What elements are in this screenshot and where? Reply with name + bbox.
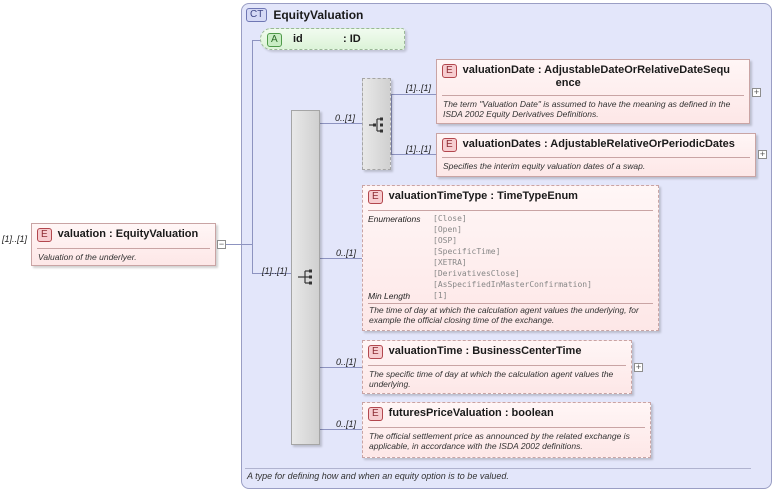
choice-cardinality: 0..[1]: [335, 113, 356, 123]
sequence-icon: [298, 269, 312, 285]
element-name: futuresPriceValuation : boolean: [388, 407, 554, 419]
complex-type-footer: A type for defining how and when an equi…: [247, 471, 509, 481]
element-divider: [442, 157, 750, 158]
expand-icon[interactable]: +: [752, 87, 761, 97]
enumeration-value: [DerivativesClose]: [433, 269, 520, 278]
collapse-icon[interactable]: −: [217, 239, 226, 249]
element-name: valuationDate : AdjustableDateOrRelative…: [462, 64, 731, 76]
enumeration-value: [Open]: [433, 225, 462, 234]
connector-choice-trunk: [391, 94, 392, 155]
enumeration-value: [SpecificTime]: [433, 247, 501, 256]
futures-price-valuation-cardinality: 0..[1]: [336, 419, 357, 429]
complex-type-badge: CT: [246, 8, 268, 22]
element-divider: [37, 248, 210, 249]
element-valuation-time-type[interactable]: E valuationTimeType : TimeTypeEnum Enume…: [362, 185, 659, 331]
element-divider: [368, 210, 653, 211]
element-badge: E: [368, 407, 383, 421]
element-badge: E: [442, 138, 457, 152]
connector-attribute: [252, 40, 261, 41]
valuation-time-type-cardinality: 0..[1]: [336, 248, 357, 258]
expand-icon[interactable]: +: [634, 362, 643, 372]
element-valuation-date[interactable]: E valuationDate : AdjustableDateOrRelati…: [436, 59, 750, 124]
element-badge: E: [368, 190, 383, 204]
element-name: valuationTimeType : TimeTypeEnum: [388, 190, 578, 202]
connector-valuation-dates: [391, 154, 436, 155]
attribute-type: : ID: [343, 33, 361, 45]
element-doc: Specifies the interim equity valuation d…: [443, 161, 646, 171]
element-badge: E: [442, 64, 457, 78]
element-divider: [442, 95, 744, 96]
complex-type-footer-divider: [245, 468, 751, 469]
root-cardinality: [1]..[1]: [2, 234, 28, 244]
element-divider: [368, 427, 645, 428]
choice-icon: [369, 117, 383, 133]
connector-root: [225, 244, 252, 245]
connector-choice: [320, 123, 362, 124]
connector-valuation-date: [391, 94, 436, 95]
element-badge: E: [37, 228, 52, 242]
connector-trunk: [252, 40, 253, 273]
element-doc: The specific time of day at which the ca…: [369, 369, 614, 389]
enumeration-value: [OSP]: [433, 236, 458, 245]
sequence-cardinality: [1]..[1]: [262, 266, 288, 276]
min-length-label: Min Length: [368, 291, 411, 301]
element-divider: [368, 303, 653, 304]
valuation-dates-cardinality: [1]..[1]: [406, 144, 432, 154]
enumerations-list: [Close] [Open] [OSP] [SpecificTime] [XET…: [433, 213, 592, 290]
connector-valuation-time: [320, 367, 362, 368]
element-futures-price-valuation[interactable]: E futuresPriceValuation : boolean The of…: [362, 402, 651, 458]
element-name: valuation : EquityValuation: [57, 228, 199, 240]
connector-sequence: [252, 273, 292, 274]
attribute-name: id: [293, 33, 303, 45]
choice-compositor[interactable]: [362, 78, 391, 170]
enumeration-value: [XETRA]: [433, 258, 467, 267]
expand-icon[interactable]: +: [758, 149, 767, 159]
sequence-compositor[interactable]: [291, 110, 320, 445]
element-valuation-time[interactable]: E valuationTime : BusinessCenterTime The…: [362, 340, 632, 394]
element-doc: The official settlement price as announc…: [369, 431, 630, 451]
enumerations-label: Enumerations: [368, 214, 421, 224]
element-name-continuation: ence: [555, 77, 581, 89]
connector-valuation-time-type: [320, 258, 363, 259]
element-badge: E: [368, 345, 383, 359]
valuation-time-cardinality: 0..[1]: [336, 357, 357, 367]
root-element-valuation[interactable]: E valuation : EquityValuation Valuation …: [31, 223, 216, 266]
element-doc: Valuation of the underlyer.: [38, 252, 137, 262]
complex-type-title: EquityValuation: [273, 8, 364, 22]
element-divider: [368, 365, 626, 366]
element-doc: The time of day at which the calculation…: [369, 305, 639, 325]
complex-type-header: CT EquityValuation: [246, 7, 363, 23]
element-doc: The term "Valuation Date" is assumed to …: [443, 99, 731, 119]
attribute-id[interactable]: A id : ID: [260, 28, 405, 50]
valuation-date-cardinality: [1]..[1]: [406, 83, 432, 93]
min-length-value: [1]: [433, 291, 448, 300]
attribute-badge: A: [267, 33, 282, 47]
element-valuation-dates[interactable]: E valuationDates : AdjustableRelativeOrP…: [436, 133, 756, 177]
connector-futures-price-valuation: [320, 429, 362, 430]
element-name: valuationTime : BusinessCenterTime: [388, 345, 582, 357]
enumeration-value: [Close]: [433, 214, 467, 223]
element-name: valuationDates : AdjustableRelativeOrPer…: [462, 138, 735, 150]
enumeration-value: [AsSpecifiedInMasterConfirmation]: [433, 280, 592, 289]
